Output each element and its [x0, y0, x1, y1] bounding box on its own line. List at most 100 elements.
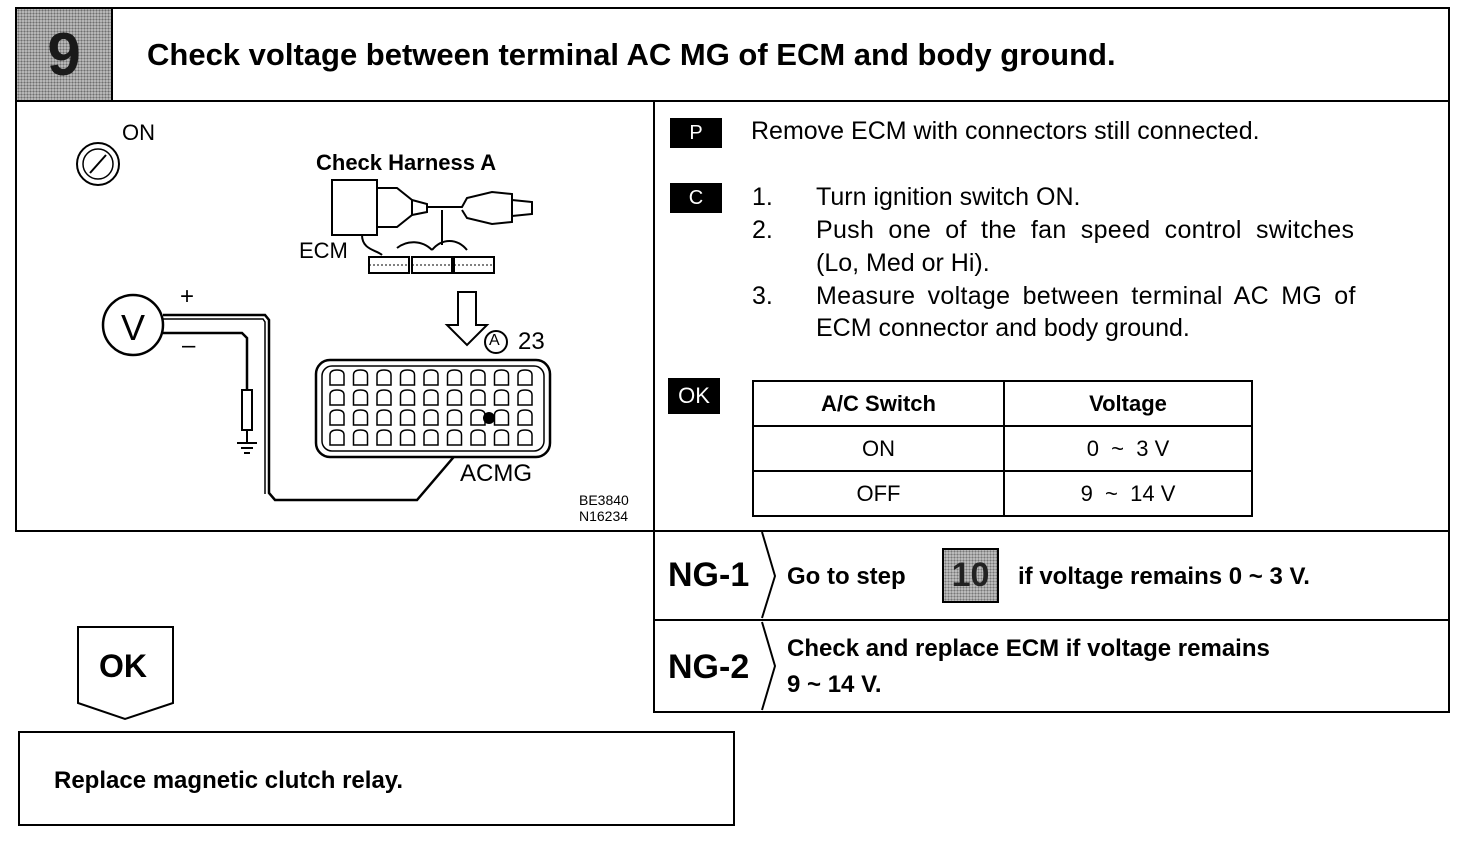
step-header: 9 Check voltage between terminal AC MG o… [15, 7, 1450, 102]
ecm-connector-face [314, 358, 552, 459]
ecm-label: ECM [299, 238, 348, 263]
ground-icon [237, 442, 257, 454]
ignition-switch-icon [76, 142, 120, 186]
connector-pin [493, 389, 510, 406]
connector-pin [376, 429, 392, 446]
table-header: Voltage [1003, 380, 1253, 427]
connector-pin [352, 409, 369, 426]
ng2-text: 9 ~ 14 V. [787, 671, 882, 698]
connector-letter: A [489, 332, 500, 349]
voltage-table: A/C Switch Voltage ON 0 ~ 3 V OFF 9 ~ 14… [752, 380, 1253, 517]
connector-pin [329, 369, 345, 386]
connector-pin [423, 389, 439, 406]
ref-code: BE3840 [579, 492, 629, 508]
positive-lead-inner [163, 318, 266, 494]
connector-pin [399, 369, 416, 386]
prep-text: Remove ECM with connectors still connect… [751, 117, 1260, 145]
meter-label: V [121, 307, 146, 348]
step-number: 9 [47, 21, 81, 88]
connector-pin [423, 409, 439, 426]
connector-pin [423, 429, 439, 446]
step-item-number: 1. [752, 183, 773, 211]
connector-pin [517, 389, 533, 406]
connector-pin [376, 369, 392, 386]
connector-a-marker [484, 330, 508, 354]
acmg-probe-point [483, 412, 495, 424]
ng1-text: Go to step [787, 563, 906, 590]
step-item-text: (Lo, Med or Hi). [816, 249, 990, 277]
instructions-panel [653, 100, 1450, 532]
connector-pin [493, 429, 510, 446]
ng1-text: if voltage remains 0 ~ 3 V. [1018, 563, 1310, 590]
harness-title: Check Harness A [316, 150, 497, 175]
check-tag: C [670, 183, 722, 213]
table-row: OFF 9 ~ 14 V [752, 470, 1253, 517]
connector-pin [446, 409, 463, 426]
table-header: A/C Switch [752, 380, 1005, 427]
probe-handle [241, 389, 253, 431]
result-text: Replace magnetic clutch relay. [54, 767, 404, 794]
connector-pin [376, 409, 392, 426]
connector-pin [493, 369, 510, 386]
step-number-badge: 9 [17, 9, 113, 100]
step-item-text: Turn ignition switch ON. [816, 183, 1081, 211]
ref-code: N16234 [579, 508, 629, 524]
connector-pin [376, 389, 392, 406]
table-header-row: A/C Switch Voltage [752, 380, 1253, 427]
wiring-diagram [76, 142, 552, 502]
prep-tag: P [670, 118, 722, 148]
pin-number-label: 23 [518, 328, 545, 355]
connector-pin [352, 389, 369, 406]
connector-pin [399, 429, 416, 446]
table-cell: ON [752, 425, 1005, 472]
terminal-label: ACMG [460, 460, 532, 487]
connector-pin [399, 389, 416, 406]
ng1-label: NG-1 [668, 556, 750, 594]
connector-pin [493, 409, 510, 426]
table-cell: OFF [752, 470, 1005, 517]
connector-pin [329, 389, 345, 406]
table-row: ON 0 ~ 3 V [752, 425, 1253, 472]
goto-step-link[interactable]: 10 [942, 548, 999, 603]
connector-pin [352, 369, 369, 386]
connector-pin [329, 429, 345, 446]
connector-pin [517, 369, 533, 386]
minus-label: – [182, 332, 196, 359]
step-item-text: Push one of the fan speed control switch… [816, 216, 1355, 244]
connector-pin [329, 409, 345, 426]
connector-pin [446, 429, 463, 446]
table-cell: 0 ~ 3 V [1003, 425, 1253, 472]
connector-pin [399, 409, 416, 426]
table-cell: 9 ~ 14 V [1003, 470, 1253, 517]
step-item-number: 2. [752, 216, 773, 244]
negative-lead [163, 331, 249, 390]
connector-pin [470, 369, 486, 386]
positive-lead [163, 313, 488, 502]
ignition-on-label: ON [122, 120, 155, 145]
connector-pin [423, 369, 439, 386]
connector-pin [470, 389, 486, 406]
harness-plugs [368, 256, 495, 274]
voltmeter-icon [101, 293, 165, 357]
check-harness-icon [331, 179, 533, 256]
wiring-figure-panel: ON Check Harness A ECM + – V A 23 ACMG B… [15, 100, 655, 532]
ok-tag: OK [668, 378, 720, 414]
step-title: Check voltage between terminal AC MG of … [147, 37, 1116, 72]
step-item-text: ECM connector and body ground. [816, 314, 1190, 342]
connector-pin [470, 429, 486, 446]
plus-label: + [180, 283, 195, 310]
connector-pin [446, 389, 463, 406]
step-item-number: 3. [752, 282, 773, 310]
ng2-text: Check and replace ECM if voltage remains [787, 635, 1270, 662]
connector-pin [352, 429, 369, 446]
connector-pin [517, 429, 533, 446]
step-item-text: Measure voltage between terminal AC MG o… [816, 282, 1356, 310]
down-arrow-icon [444, 291, 490, 347]
connector-pin [446, 369, 463, 386]
connector-pin [517, 409, 533, 426]
ok-arrow-box [77, 626, 174, 721]
ng-panel [653, 530, 1450, 713]
ok-branch-label: OK [99, 648, 147, 684]
ng2-label: NG-2 [668, 648, 750, 686]
result-box: Replace magnetic clutch relay. [18, 731, 735, 826]
